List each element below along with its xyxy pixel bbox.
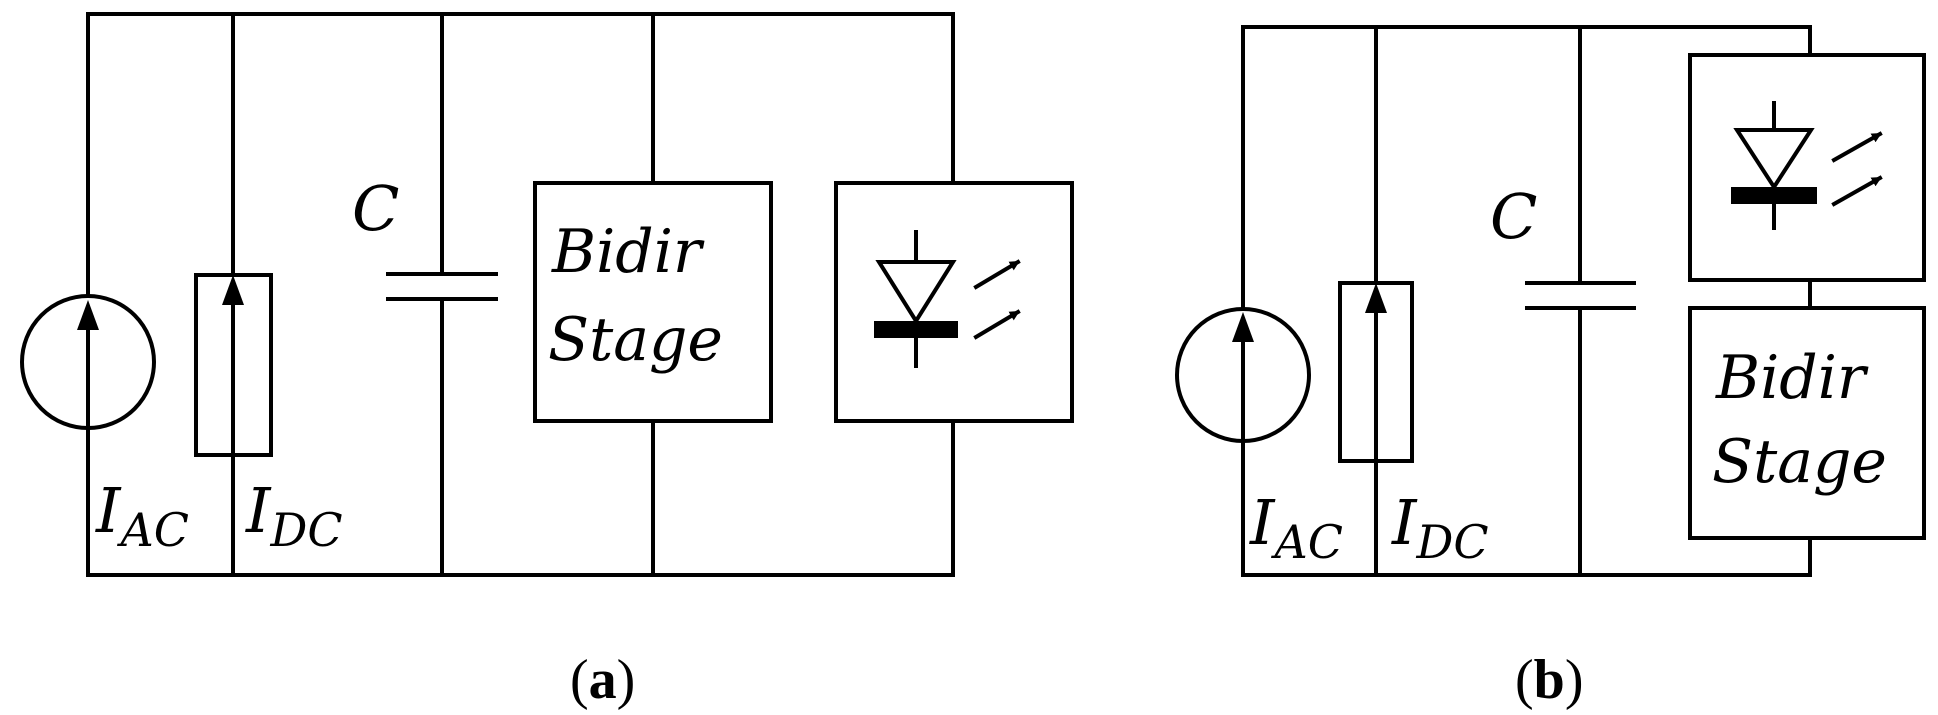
idc-label: IDC bbox=[1391, 486, 1489, 569]
dc-source-b bbox=[1338, 25, 1414, 577]
led-icon bbox=[1731, 101, 1883, 230]
circuit-a: C Bidir Stage IAC IDC (a) bbox=[20, 12, 1074, 711]
arrow-up-icon bbox=[222, 275, 244, 305]
caption-a: (a) bbox=[570, 649, 635, 711]
arrow-up-icon bbox=[1232, 312, 1254, 342]
capacitor-b bbox=[1525, 25, 1636, 577]
iac-label: IAC bbox=[1249, 486, 1343, 569]
stage-label-line1: Bidir bbox=[1715, 343, 1869, 413]
capacitor-label: C bbox=[352, 172, 399, 245]
arrow-up-icon bbox=[1365, 283, 1387, 313]
dc-source-a bbox=[194, 12, 273, 577]
circuit-b: C Bidir Stage IAC IDC (b) bbox=[1175, 25, 1926, 711]
arrow-up-icon bbox=[77, 300, 99, 330]
right-branch-b bbox=[1688, 25, 1926, 577]
led-block-b bbox=[1688, 53, 1926, 282]
capacitor-a bbox=[386, 12, 498, 577]
capacitor-label: C bbox=[1490, 180, 1537, 253]
stage-label-line1: Bidir bbox=[551, 217, 705, 287]
idc-label: IDC bbox=[245, 474, 343, 557]
led-block-a bbox=[834, 12, 1074, 577]
bidir-stage-b bbox=[1688, 306, 1926, 540]
led-icon bbox=[874, 230, 1021, 368]
ac-source-a bbox=[20, 12, 156, 577]
stage-label-line2: Stage bbox=[1712, 427, 1887, 497]
caption-b: (b) bbox=[1515, 649, 1583, 711]
bidir-stage-a bbox=[533, 12, 773, 577]
stage-label-line2: Stage bbox=[548, 305, 723, 375]
ac-source-b bbox=[1175, 25, 1311, 577]
iac-label: IAC bbox=[95, 474, 189, 557]
